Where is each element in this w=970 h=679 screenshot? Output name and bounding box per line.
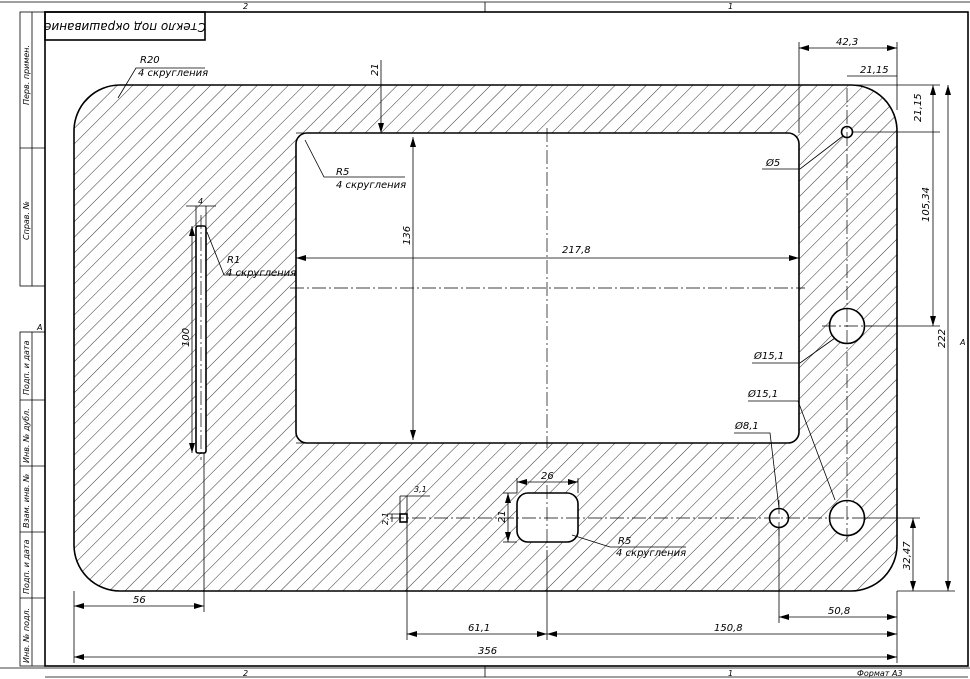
dim-window-radius-note: 4 скругления <box>336 180 406 191</box>
dim-hole-a-offset: 42,3 <box>836 37 858 48</box>
dim-window-width: 217,8 <box>562 245 591 256</box>
dim-window-radius: R5 <box>336 167 349 178</box>
side-label-inv-dubl: Инв. № дубл. <box>22 408 31 463</box>
dim-pocket-height: 21 <box>497 510 508 523</box>
zone-label-bottom-right: 1 <box>728 669 733 678</box>
side-label-vzam-inv: Взам. инв. № <box>22 474 31 528</box>
dim-pocket-radius-note: 4 скругления <box>616 548 686 559</box>
dim-top-margin: 21 <box>370 63 381 76</box>
dim-small-feature-h: 2,1 <box>381 512 390 525</box>
zone-mark-right: А <box>959 338 965 347</box>
dim-distance-150: 150,8 <box>714 623 743 634</box>
dim-hole-a-diameter: Ø5 <box>765 157 780 169</box>
dim-total-width: 356 <box>478 646 497 657</box>
dimension-arrows <box>74 45 951 660</box>
center-lines <box>200 88 872 550</box>
zone-label-top-right: 1 <box>728 2 733 11</box>
dim-total-height: 222 <box>937 329 948 348</box>
dim-left-offset: 56 <box>133 595 146 606</box>
dim-outer-radius: R20 <box>140 55 160 66</box>
dim-window-height: 136 <box>402 226 413 245</box>
dim-hole-a-top: 21,15 <box>913 93 924 122</box>
dim-distance-61: 61,1 <box>468 623 490 634</box>
zone-mark-left: А <box>36 323 42 332</box>
glass-part <box>73 84 898 592</box>
left-sidebar: Перв. примен. Справ. № Подп. и дата Инв.… <box>19 11 46 667</box>
dim-slot-length: 100 <box>181 328 192 347</box>
side-label-podp-data-1: Подп. и дата <box>22 340 31 395</box>
dim-slot-width: 4 <box>198 197 203 206</box>
dim-outer-radius-note: 4 скругления <box>138 68 208 79</box>
side-label-inv-podl: Инв. № подл. <box>22 608 31 663</box>
dim-hole-a-offset2: 21,15 <box>860 65 889 76</box>
dim-hole-spacing: 105,34 <box>921 187 932 222</box>
dim-hole-c-diameter: Ø15,1 <box>747 388 778 400</box>
dim-slot-radius-note: 4 скругления <box>226 268 296 279</box>
zone-label-bottom-left: 2 <box>243 669 248 678</box>
dim-pocket-width: 26 <box>541 471 554 482</box>
dim-bottom-hole-offset: 50,8 <box>828 606 850 617</box>
format-label: Формат А3 <box>857 669 903 678</box>
dim-hole-b-diameter: Ø15,1 <box>753 350 784 362</box>
dim-slot-radius: R1 <box>227 255 240 266</box>
dim-small-feature-w: 3,1 <box>414 485 427 494</box>
dim-hole-d-diameter: Ø8,1 <box>734 420 759 432</box>
dim-pocket-radius: R5 <box>618 536 631 547</box>
zone-label-top-left: 2 <box>243 2 248 11</box>
side-label-podp-data-2: Подп. и дата <box>22 539 31 594</box>
dim-bottom-hole-height: 32,47 <box>902 541 913 570</box>
side-label-sprav: Справ. № <box>22 201 31 240</box>
pocket-cutout <box>516 492 579 543</box>
title-stamp: Стекло под окрашивание <box>44 11 206 41</box>
side-label-perv-primen: Перв. примен. <box>22 45 31 105</box>
dimensions <box>73 42 955 663</box>
drawing-title: Стекло под окрашивание <box>44 20 206 34</box>
